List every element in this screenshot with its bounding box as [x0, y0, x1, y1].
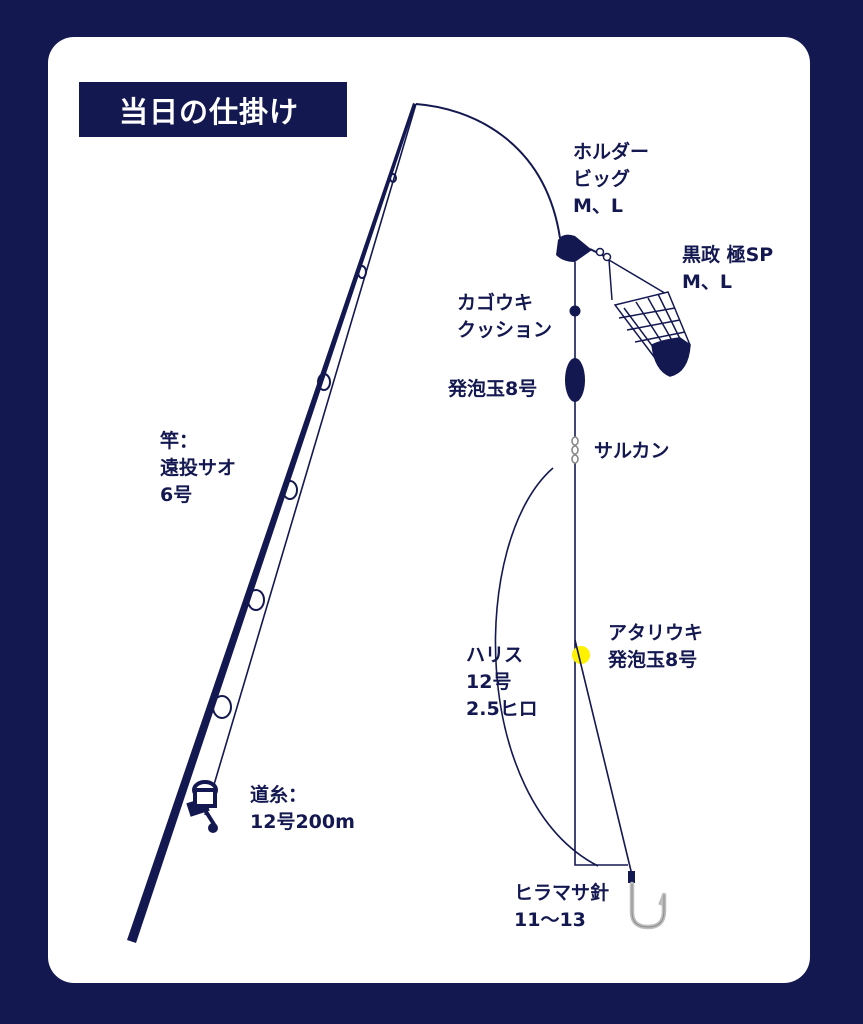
leader-line — [574, 262, 628, 866]
rod-guide — [212, 695, 232, 719]
main-line-tip — [415, 103, 561, 239]
fishing-rod — [127, 103, 416, 943]
indicator-float-icon — [572, 646, 590, 664]
leader-label: ハリス 12号 2.5ヒロ — [466, 644, 538, 720]
cushion-label: カゴウキ クッション — [457, 292, 553, 341]
rod-guide — [317, 373, 331, 391]
hook-icon — [628, 871, 667, 930]
swivel-label: サルカン — [594, 440, 670, 462]
foam-float-icon — [565, 358, 585, 402]
mainline-label: 道糸： 12号200m — [250, 784, 355, 833]
title-banner: 当日の仕掛け — [79, 82, 347, 137]
holder-sinker-icon — [556, 234, 612, 262]
main-line-rod — [204, 103, 417, 816]
rod-guides — [212, 173, 397, 719]
indicator-label: アタリウキ 発泡玉8号 — [608, 622, 704, 671]
holder-label: ホルダー ビッグ M、L — [573, 141, 650, 217]
page-title: 当日の仕掛け — [119, 94, 300, 129]
rod-guide — [247, 589, 265, 611]
line-to-hook — [574, 639, 633, 876]
basket-label: 黒政 極SP M、L — [682, 244, 774, 293]
reel-icon — [186, 780, 218, 833]
feeder-basket-icon — [608, 259, 691, 377]
rod-guide — [282, 480, 298, 500]
hook-label: ヒラマサ針 11〜13 — [514, 882, 610, 931]
float-label: 発泡玉8号 — [448, 378, 538, 400]
cushion-bead-icon — [569, 305, 581, 317]
swivel-icon — [571, 436, 579, 464]
rod-label: 竿： 遠投サオ 6号 — [160, 430, 237, 506]
leader-bracket-curve — [494, 467, 599, 867]
